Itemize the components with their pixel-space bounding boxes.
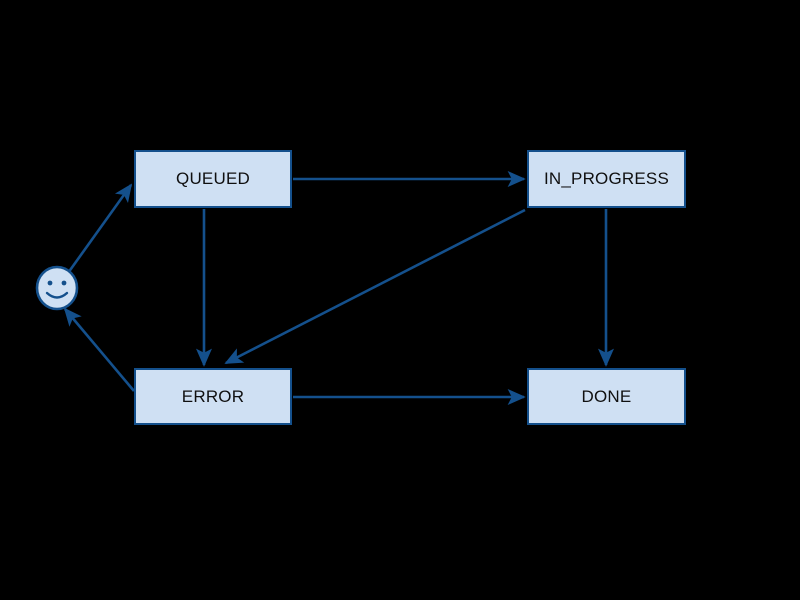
node-queued[interactable]: QUEUED [134, 150, 292, 208]
node-in-progress-label: IN_PROGRESS [543, 169, 669, 188]
node-in-progress[interactable]: IN_PROGRESS [527, 150, 686, 208]
node-done[interactable]: DONE [527, 368, 686, 425]
node-queued-label: QUEUED [176, 169, 250, 188]
node-done-label: DONE [581, 386, 632, 406]
smiley-icon [35, 265, 79, 311]
edge-error-to-start [63, 307, 135, 392]
edge-start-to-queued [66, 183, 133, 274]
start-node[interactable] [34, 264, 80, 312]
edge-in-progress-to-error [224, 208, 526, 365]
node-error[interactable]: ERROR [134, 368, 292, 425]
node-error-label: ERROR [181, 386, 245, 406]
